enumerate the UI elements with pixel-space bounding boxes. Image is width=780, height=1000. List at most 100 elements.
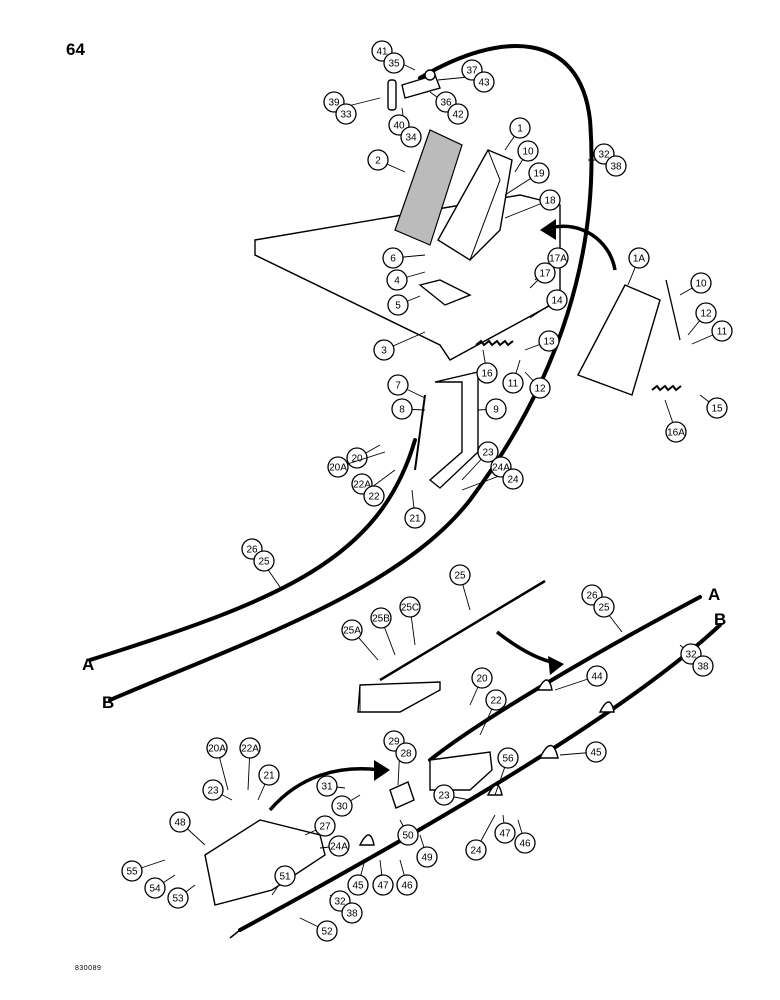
spring-16a [651,384,682,392]
callout-label: 22A [241,744,259,755]
drawing-code: 830089 [75,965,102,972]
callout-label: 46 [519,839,531,850]
callout-c-48: 48 [169,811,191,833]
bracket-5 [418,279,472,306]
callout-c-24b: 24 [465,839,487,861]
callout-c-20a: 20 [346,447,368,469]
callout-c-53: 53 [167,887,189,909]
callout-c-56: 56 [497,747,519,769]
callout-c-7: 7 [387,374,409,396]
callout-label: 51 [279,872,291,883]
callout-c-22ab: 22A [239,737,261,759]
callout-c-18: 18 [539,189,561,211]
callout-label: 11 [717,327,728,338]
callout-c-23a: 23 [477,441,499,463]
callout-label: 10 [695,279,707,290]
callout-label: 46 [401,881,413,892]
callout-label: 11 [508,379,519,390]
callout-label: 20 [351,454,363,465]
callout-label: 24 [470,846,482,857]
callout-label-top: 26 [586,591,598,602]
callout-label: 25C [401,603,419,614]
cable-a-lower [428,595,702,762]
cable-end-a-left: A [82,655,94,674]
callout-c-24ab: 24A [328,835,350,857]
callout-label: 6 [390,254,396,265]
callout-label: 47 [377,881,389,892]
callout-label: 23 [438,791,450,802]
callout-label-top: 22A [353,480,371,491]
callout-label: 47 [499,829,511,840]
callout-c-16: 16 [476,362,498,384]
callout-label: 21 [409,514,421,525]
callout-label-bottom: 38 [346,909,358,920]
callout-c-14: 14 [546,289,568,311]
clamps-44 [536,679,615,713]
arrow-left-assembly [268,767,381,812]
callout-c-10a: 10 [517,140,539,162]
callout-c-1: 1 [509,117,531,139]
callout-label: 1 [517,124,523,135]
callout-c-51: 51 [274,865,296,887]
arrow-right-head [548,656,564,675]
bracket-9 [428,371,479,489]
callout-label: 31 [321,782,333,793]
callout-c-55: 55 [121,860,143,882]
callout-label: 16 [481,369,493,380]
callout-label: 9 [493,405,499,416]
callout-c-52: 52 [316,920,338,942]
callout-c-25c: 25C [399,596,421,618]
callout-label: 2 [375,156,381,167]
callout-label: 20A [329,463,347,474]
callout-label: 21 [263,771,275,782]
callout-c-31: 31 [316,775,338,797]
callout-c-45b: 45 [347,874,369,896]
callout-label: 30 [336,802,348,813]
callout-label: 17A [549,254,567,265]
callout-c-21a: 21 [404,507,426,529]
callout-label-top: 29 [388,737,400,748]
callout-label-top: 32 [598,150,610,161]
callout-label-bottom: 43 [478,78,490,89]
callout-c-25: 25 [449,564,471,586]
callout-c-20ab: 20A [206,737,228,759]
callout-c-27: 27 [314,815,336,837]
callout-c-50: 50 [397,824,419,846]
callout-label-top: 32 [334,897,346,908]
callout-label-top: 37 [466,66,478,77]
callout-c-12b: 12 [529,377,551,399]
pedal-pad [394,129,463,246]
callout-label: 52 [321,927,333,938]
callout-label: 48 [174,818,186,829]
callout-label: 4 [394,276,400,287]
callout-c-13: 13 [538,330,560,352]
callout-label-bottom: 28 [400,749,412,760]
callout-label-bottom: 38 [697,662,709,673]
callout-label: 7 [395,381,401,392]
callout-label-bottom: 35 [388,59,400,70]
cable-end-labels: A B A B [82,585,726,712]
callout-label: 56 [502,754,514,765]
callout-c-17: 17 [534,262,556,284]
spring-16 [475,339,514,347]
callout-c-2: 2 [367,149,389,171]
callout-label: 5 [395,301,401,312]
callout-c-10b: 10 [690,272,712,294]
callout-label: 10 [522,147,534,158]
callout-label-top: 39 [328,98,340,109]
callout-label: 23 [207,786,219,797]
callout-label: 12 [534,384,546,395]
callout-label: 8 [399,405,405,416]
cable-a-main [88,438,417,662]
cable-end-a-right: A [708,585,720,604]
callout-label: 53 [172,894,184,905]
arrow-left-head [374,760,390,781]
cable-end-b-left: B [102,693,114,712]
callout-c-22b: 22 [485,689,507,711]
callout-label: 45 [352,881,364,892]
